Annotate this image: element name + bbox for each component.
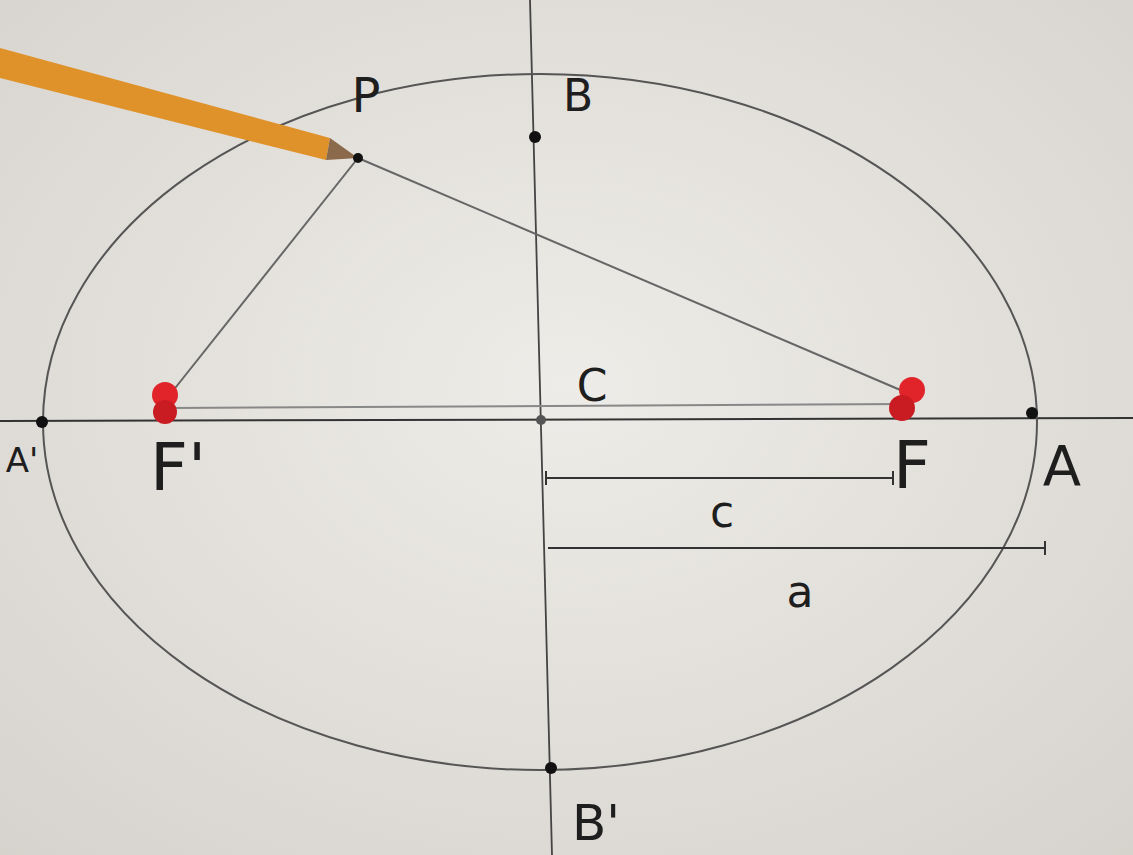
string xyxy=(172,404,905,408)
point xyxy=(353,153,363,163)
point-label: C xyxy=(577,364,608,408)
point xyxy=(1026,407,1038,419)
dimension-tick xyxy=(545,471,547,485)
dimension-line xyxy=(548,547,1045,549)
dimension-line xyxy=(546,477,893,479)
pin xyxy=(889,395,915,421)
point-label: P xyxy=(352,71,381,119)
point xyxy=(36,416,48,428)
string xyxy=(358,158,905,392)
point xyxy=(536,415,546,425)
point xyxy=(545,762,557,774)
minor-axis xyxy=(530,0,552,855)
dimension-tick xyxy=(1044,541,1046,555)
string xyxy=(172,158,358,392)
dimension-label: a xyxy=(787,570,814,614)
focus-label: F xyxy=(893,433,931,499)
point xyxy=(529,131,541,143)
point-label: B' xyxy=(572,798,620,848)
point-label: A xyxy=(1043,438,1081,494)
dimension-label: c xyxy=(710,490,734,534)
pin xyxy=(153,400,177,424)
point-label: A' xyxy=(6,443,39,477)
focus-label: F' xyxy=(150,435,206,501)
point-label: B xyxy=(563,74,593,118)
ellipse-curve xyxy=(43,74,1037,770)
pencil xyxy=(0,48,330,160)
